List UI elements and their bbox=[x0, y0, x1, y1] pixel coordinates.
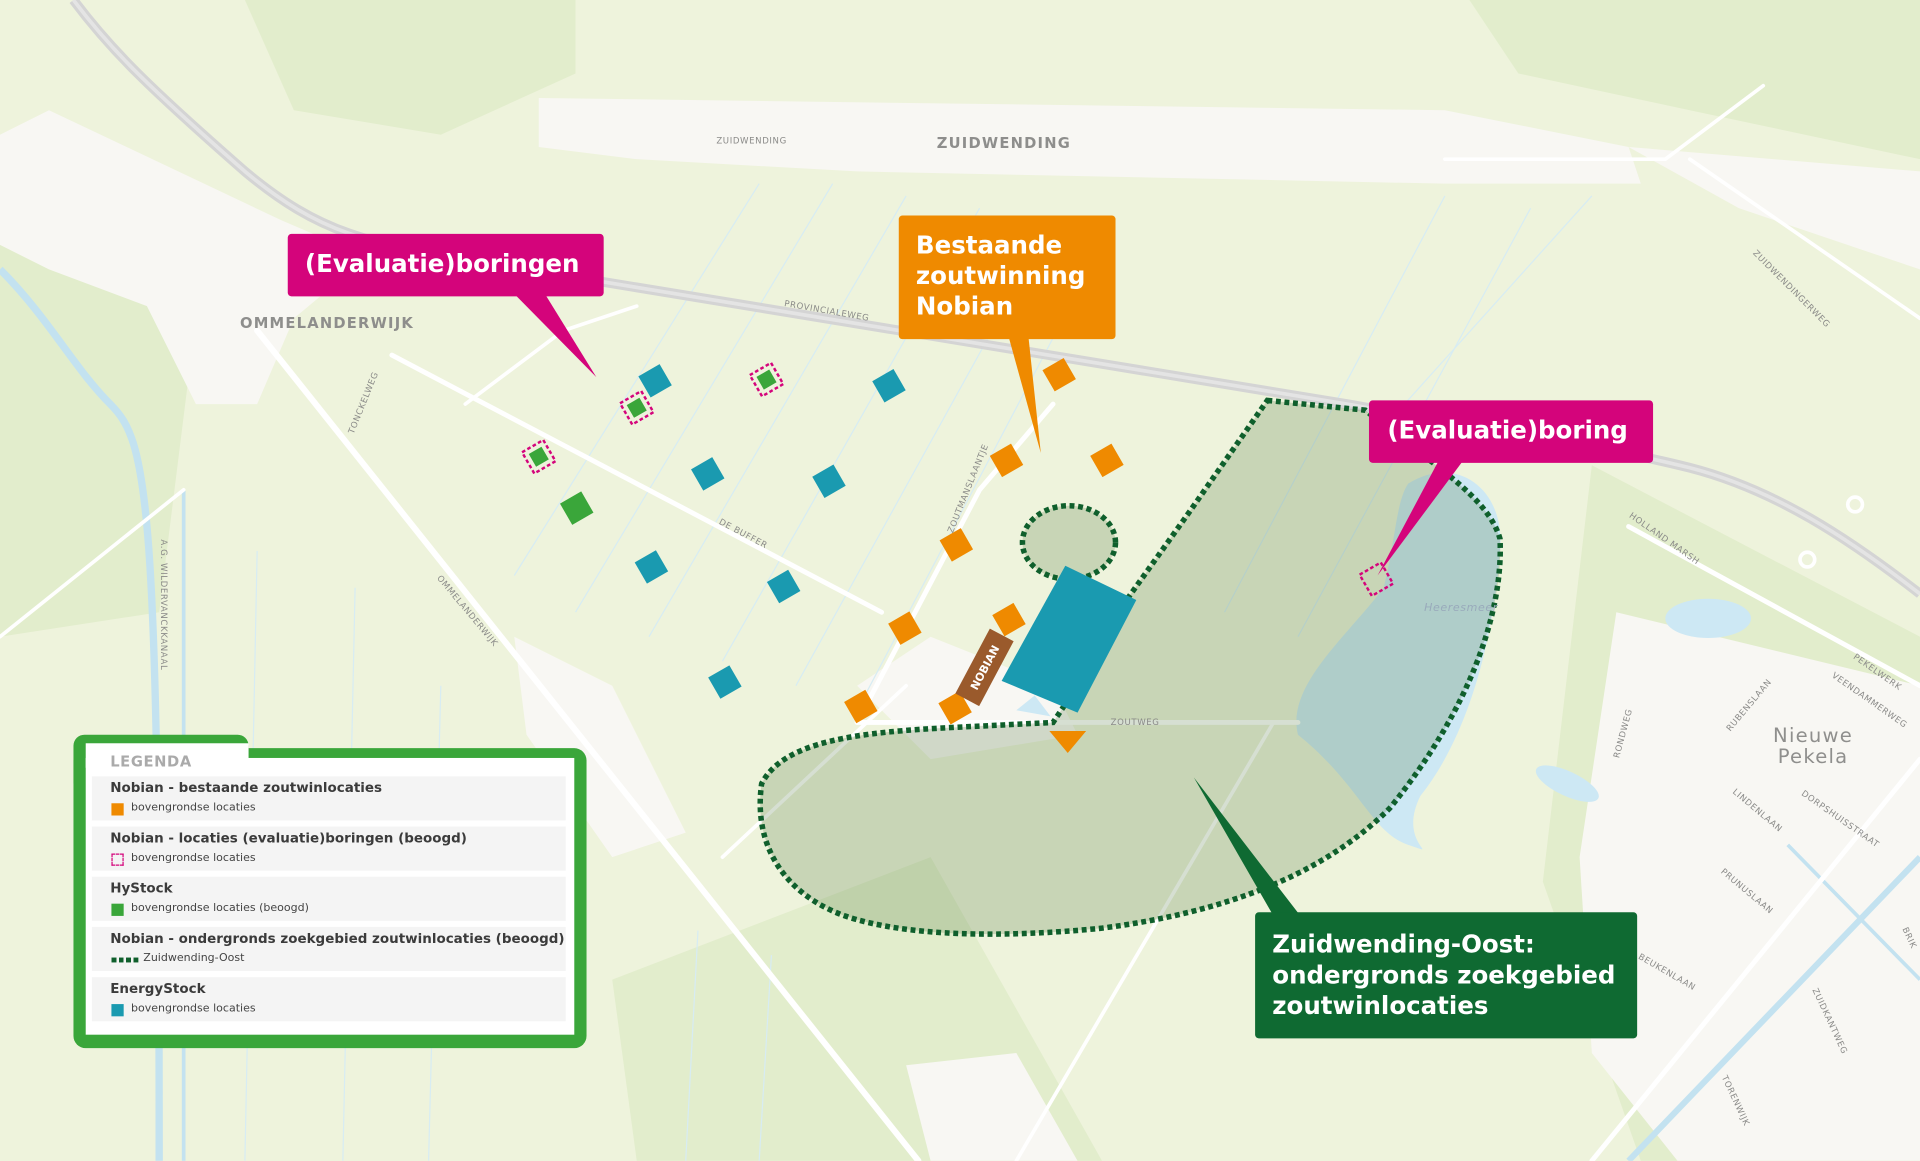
legend-item-zoekgebied: Nobian - ondergronds zoekgebied zoutwinl… bbox=[91, 926, 566, 972]
hystock-marker[interactable] bbox=[528, 446, 549, 467]
legend-tab-inner bbox=[85, 743, 249, 768]
legend-item-heading: Nobian - locaties (evaluatie)boringen (b… bbox=[110, 830, 467, 847]
evaluation-drilling-marker[interactable] bbox=[748, 361, 785, 398]
hystock-marker[interactable] bbox=[626, 397, 647, 418]
label-zuidwending: ZUIDWENDING bbox=[936, 134, 1072, 152]
evaluation-drilling-marker[interactable] bbox=[520, 438, 558, 476]
legend: LEGENDA Nobian - bestaande zoutwinlocati… bbox=[73, 734, 587, 1049]
small-search-area[interactable] bbox=[1019, 502, 1119, 582]
label-kanaal: A.G. WILDERVANCKKANAAL bbox=[158, 539, 169, 671]
callout-zuidwending-oost: Zuidwending-Oost: ondergronds zoekgebied… bbox=[1255, 912, 1638, 1039]
energystock-marker[interactable] bbox=[872, 368, 906, 403]
nobian-existing-marker[interactable] bbox=[939, 528, 974, 562]
label-zuidwending-small: ZUIDWENDING bbox=[716, 135, 787, 146]
orange-triangle-marker[interactable] bbox=[1049, 731, 1087, 754]
legend-item-energystock: EnergyStock bovengrondse locaties bbox=[91, 977, 566, 1022]
map-markers bbox=[520, 357, 1395, 725]
evaluation-drilling-marker[interactable] bbox=[618, 389, 656, 427]
legend-item-nobian-evaluatie: Nobian - locaties (evaluatie)boringen (b… bbox=[91, 826, 566, 871]
dotted-line-icon bbox=[111, 957, 139, 963]
energystock-marker[interactable] bbox=[638, 364, 672, 398]
orange-square-icon bbox=[111, 803, 124, 816]
callout-evaluatie-boring: (Evaluatie)boring bbox=[1368, 400, 1654, 463]
energystock-plant[interactable] bbox=[1001, 565, 1137, 713]
magenta-dashed-square-icon bbox=[111, 853, 124, 866]
nobian-existing-marker[interactable] bbox=[1090, 443, 1124, 478]
label-nieuwe-pekela: Nieuwe Pekela bbox=[1773, 723, 1854, 768]
energystock-marker[interactable] bbox=[634, 550, 669, 584]
nobian-existing-marker[interactable] bbox=[844, 689, 878, 724]
nobian-existing-marker[interactable] bbox=[992, 602, 1026, 637]
label-heeresmeer: Heeresmeer bbox=[1424, 602, 1498, 615]
legend-title: LEGENDA bbox=[110, 753, 192, 771]
callout-bestaande-zoutwinning: Bestaande zoutwinning Nobian bbox=[898, 215, 1116, 340]
legend-item-heading: Nobian - bestaande zoutwinlocaties bbox=[110, 780, 383, 796]
energystock-marker[interactable] bbox=[766, 569, 801, 604]
label-zoutweg: ZOUTWEG bbox=[1110, 717, 1160, 728]
nobian-existing-marker[interactable] bbox=[888, 611, 922, 645]
energystock-marker[interactable] bbox=[691, 457, 725, 491]
legend-item-hystock: HyStock bovengrondse locaties (beoogd) bbox=[91, 876, 566, 921]
legend-item-sub: bovengrondse locaties bbox=[131, 1002, 256, 1016]
legend-item-heading: HyStock bbox=[110, 880, 173, 897]
evaluatie-boring-pointer bbox=[1377, 460, 1464, 576]
roundabout bbox=[1798, 550, 1817, 569]
legend-item-sub: Zuidwending-Oost bbox=[143, 952, 245, 965]
energystock-marker[interactable] bbox=[812, 464, 846, 498]
nobian-existing-marker[interactable] bbox=[1042, 357, 1076, 392]
legend-item-heading: Nobian - ondergronds zoekgebied zoutwinl… bbox=[110, 930, 565, 947]
local-roads bbox=[0, 83, 1920, 1161]
zuidwending-oost-pointer bbox=[1193, 777, 1301, 916]
green-square-icon bbox=[111, 903, 124, 916]
label-ommelanderwijk: OMMELANDERWIJK bbox=[240, 314, 415, 332]
legend-item-sub: bovengrondse locaties bbox=[131, 852, 256, 865]
basin bbox=[1016, 695, 1051, 717]
hystock-marker[interactable] bbox=[560, 491, 594, 525]
roundabout bbox=[1845, 495, 1865, 514]
hystock-marker[interactable] bbox=[756, 369, 777, 390]
provincial-road-center bbox=[72, 0, 1920, 596]
energystock-marker[interactable] bbox=[708, 665, 742, 699]
legend-item-nobian-bestaande: Nobian - bestaande zoutwinlocaties boven… bbox=[91, 776, 566, 821]
zuidwending-oost-search-area[interactable] bbox=[757, 397, 1504, 937]
legend-item-sub: bovengrondse locaties (beoogd) bbox=[131, 902, 309, 915]
legend-item-sub: bovengrondse locaties bbox=[131, 802, 256, 815]
callout-evaluatie-boringen: (Evaluatie)boringen bbox=[287, 233, 604, 297]
nobian-existing-marker[interactable] bbox=[989, 443, 1024, 478]
water-bodies bbox=[1296, 472, 1752, 850]
built-up-areas bbox=[0, 97, 1920, 1161]
nobian-existing-marker[interactable] bbox=[938, 691, 972, 725]
teal-square-icon bbox=[111, 1004, 124, 1017]
legend-item-heading: EnergyStock bbox=[110, 980, 206, 997]
